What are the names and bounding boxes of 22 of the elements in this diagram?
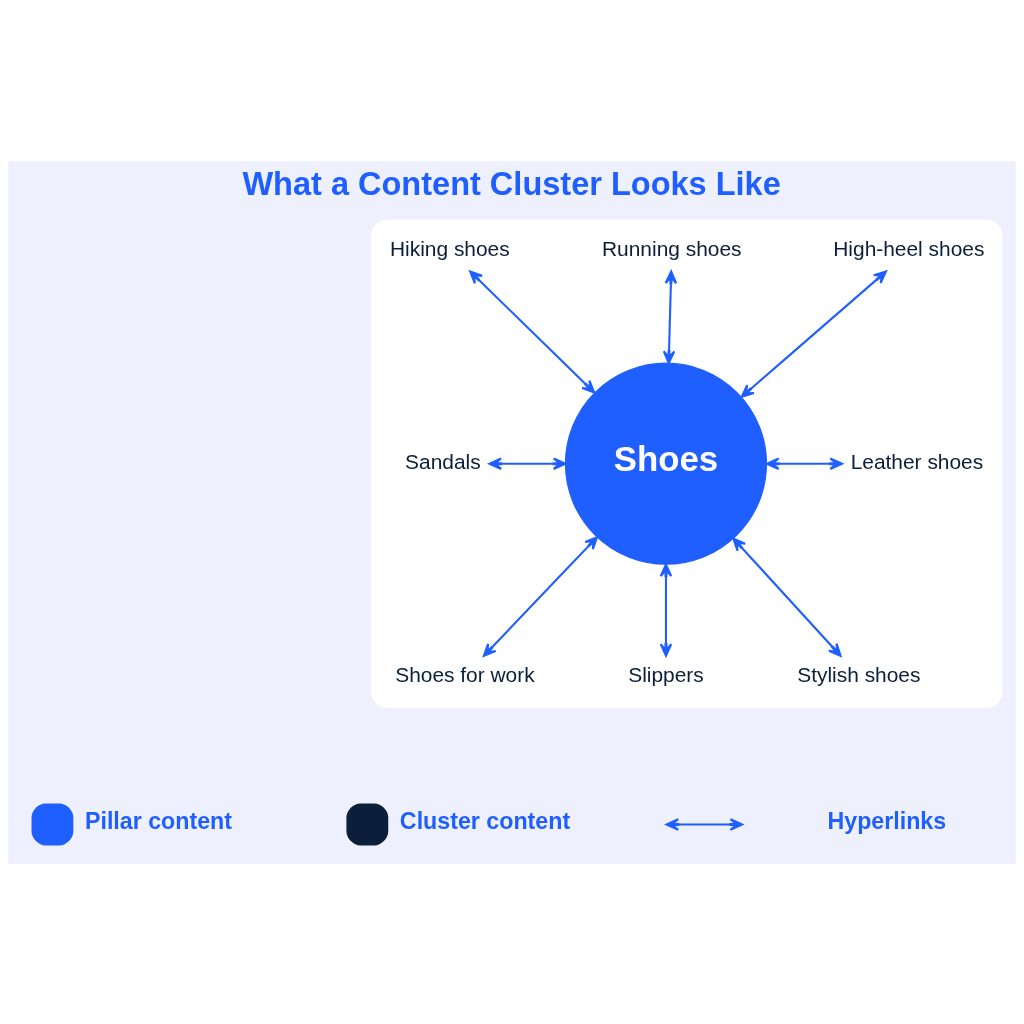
node-text: Running shoes [602, 236, 742, 260]
diagram-title: What a Content Cluster Looks Like [242, 165, 781, 202]
arrow [740, 269, 887, 398]
arrow [732, 537, 842, 657]
legend-label: Pillar content [84, 807, 233, 834]
arrow [482, 535, 599, 657]
node-text: Slippers [628, 662, 704, 686]
cluster [371, 219, 1003, 708]
node-text: High-heel shoes [833, 236, 985, 260]
arrow [765, 456, 843, 470]
legend-label: Cluster content [399, 807, 571, 834]
legend-label: Hyperlinks [827, 807, 947, 834]
node-text: Stylish shoes [797, 662, 921, 686]
node-text: Sandals [405, 449, 481, 473]
arrow [488, 456, 567, 470]
node-text: Shoes for work [395, 662, 535, 686]
arrow [662, 269, 678, 364]
node-circle: Shoes [564, 362, 768, 565]
arrow [469, 269, 596, 393]
node-text: Hiking shoes [389, 236, 510, 260]
arrow [659, 562, 673, 657]
node-text: Leather shoes [850, 449, 984, 473]
